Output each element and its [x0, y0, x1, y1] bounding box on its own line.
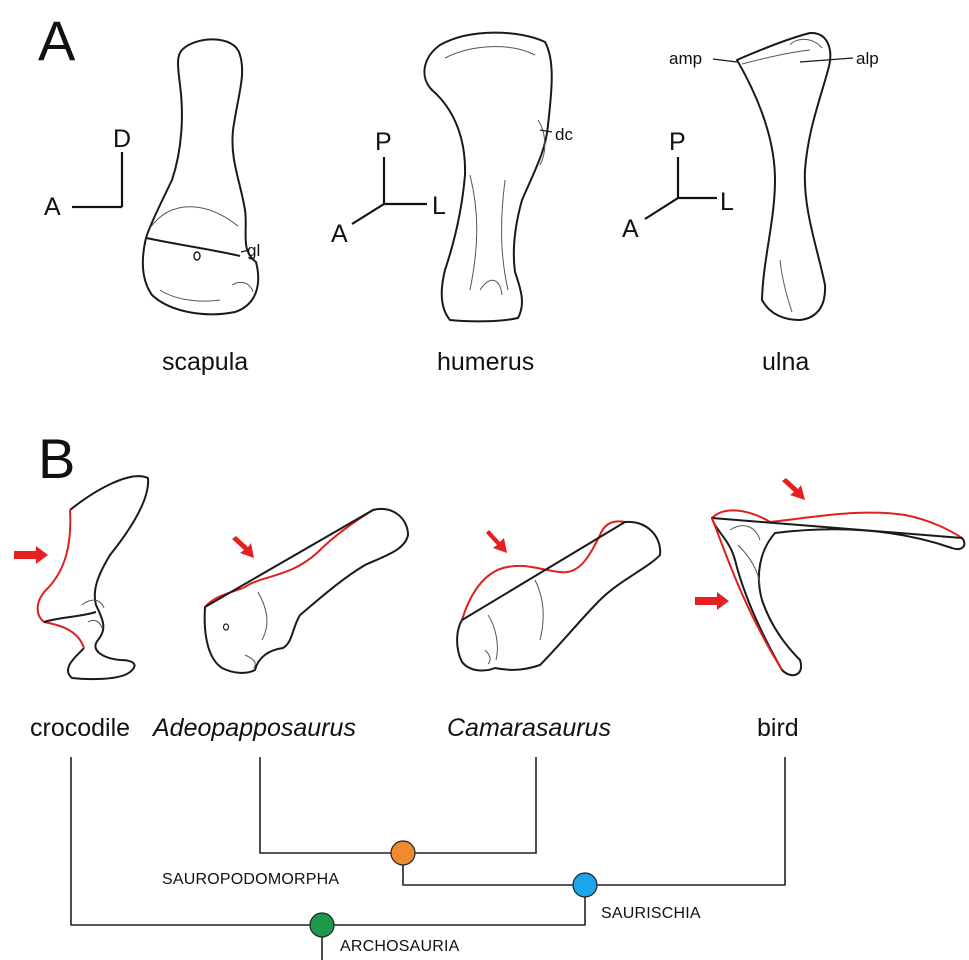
- scapula-drawing: gl: [143, 39, 260, 314]
- node-archosauria: [310, 913, 334, 937]
- cladogram: [71, 757, 785, 960]
- clade-label-archosauria: ARCHOSAURIA: [340, 938, 460, 955]
- annotation-glenoid: gl: [247, 241, 260, 260]
- annotation-amp: amp: [669, 49, 702, 68]
- bone-label-scapula: scapula: [162, 348, 248, 376]
- axis-label-anterior: A: [44, 193, 61, 221]
- panel-label-a: A: [38, 9, 76, 72]
- axis-label-anterior-ulna: A: [622, 215, 639, 243]
- annotation-alp: alp: [856, 49, 879, 68]
- bird-scapulocoracoid: [712, 510, 964, 675]
- humerus-drawing: dc: [424, 33, 573, 322]
- axis-label-lateral-humerus: L: [432, 192, 446, 220]
- adeopapposaurus-scapula: [205, 509, 408, 673]
- camarasaurus-scapula: [457, 521, 660, 670]
- ulna-drawing: amp alp: [669, 33, 879, 320]
- scapula-orientation-axes: D A: [44, 125, 131, 221]
- taxon-label-adeopapposaurus: Adeopapposaurus: [151, 714, 356, 742]
- red-arrow-icon: [232, 536, 254, 558]
- node-saurischia: [573, 873, 597, 897]
- axis-label-anterior-humerus: A: [331, 220, 348, 248]
- axis-label-dorsal: D: [113, 125, 131, 153]
- panel-label-b: B: [38, 427, 75, 490]
- crocodile-scapulocoracoid: [38, 476, 148, 679]
- clade-label-sauropodomorpha: SAUROPODOMORPHA: [162, 871, 339, 888]
- bone-label-humerus: humerus: [437, 348, 534, 376]
- node-sauropodomorpha: [391, 841, 415, 865]
- ulna-orientation-axes: P A L: [622, 128, 734, 243]
- axis-label-proximal-ulna: P: [669, 128, 686, 156]
- clade-label-saurischia: SAURISCHIA: [601, 905, 701, 922]
- annotation-deltopectoral-crest: dc: [555, 125, 573, 144]
- taxon-label-camarasaurus: Camarasaurus: [447, 714, 611, 742]
- red-arrow-icon: [486, 530, 507, 553]
- bone-label-ulna: ulna: [762, 348, 809, 376]
- taxon-label-bird: bird: [757, 714, 799, 742]
- taxon-label-crocodile: crocodile: [30, 714, 130, 742]
- axis-label-lateral-ulna: L: [720, 188, 734, 216]
- red-arrow-icon: [782, 478, 805, 500]
- axis-label-proximal-humerus: P: [375, 128, 392, 156]
- red-arrow-icon: [695, 592, 729, 610]
- humerus-orientation-axes: P A L: [331, 128, 446, 248]
- red-arrow-icon: [14, 546, 48, 564]
